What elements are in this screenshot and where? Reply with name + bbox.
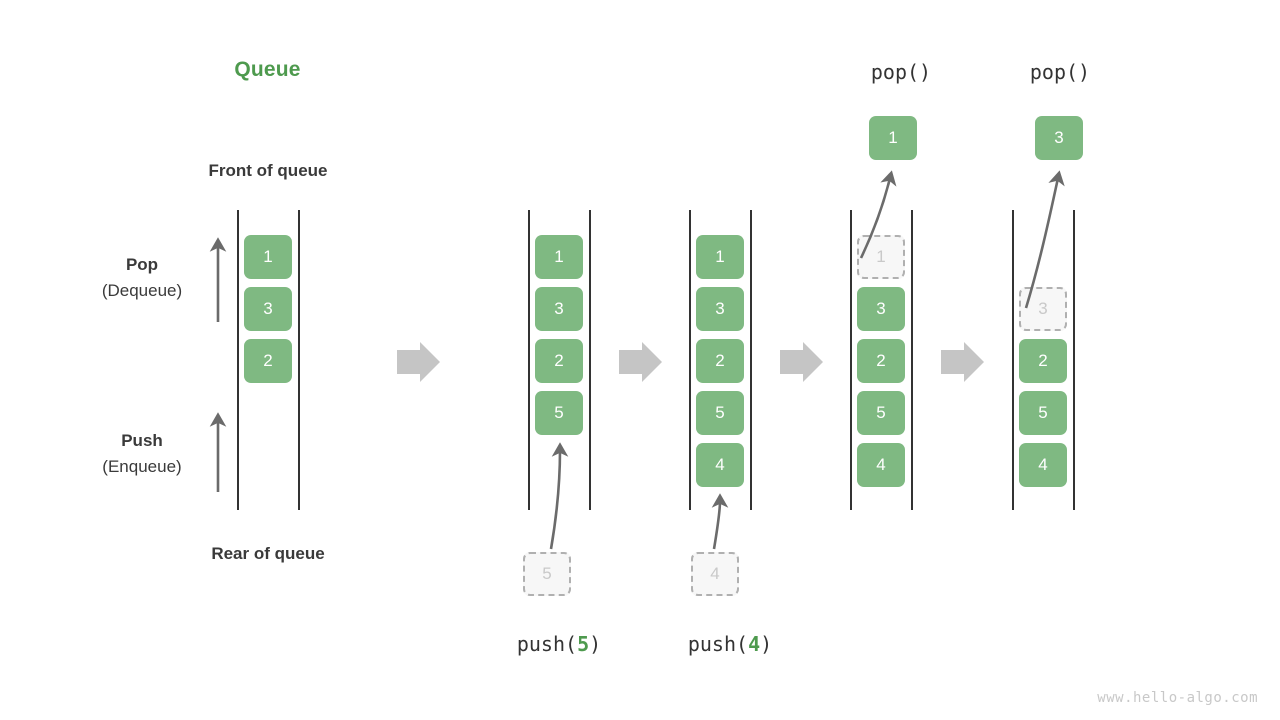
push-label-title: Push [121, 431, 163, 450]
queue-cell: 3 [244, 287, 292, 331]
flow-arrow [397, 342, 440, 382]
queue-rail-right [750, 210, 752, 510]
rear-of-queue-label: Rear of queue [211, 544, 325, 563]
push-5-arg: 5 [577, 632, 590, 656]
flow-arrow [780, 342, 823, 382]
flow-arrow [619, 342, 662, 382]
queue-rail-right [1073, 210, 1075, 510]
queue-rail-left [1012, 210, 1014, 510]
push-label-sub: (Enqueue) [102, 457, 182, 476]
queue-cell: 2 [857, 339, 905, 383]
queue-cell: 5 [696, 391, 744, 435]
queue-cell-removed: 3 [1019, 287, 1067, 331]
queue-cell: 5 [1019, 391, 1067, 435]
queue-popped-cell: 3 [1035, 116, 1083, 160]
flow-arrow [941, 342, 984, 382]
queue-rail-left [850, 210, 852, 510]
queue-rail-right [589, 210, 591, 510]
queue-rail-left [689, 210, 691, 510]
queue-rail-left [528, 210, 530, 510]
push-5-fn: push( [516, 632, 578, 656]
queue-cell: 5 [857, 391, 905, 435]
push-4-caption: push(4) [645, 632, 815, 656]
queue-cell: 3 [857, 287, 905, 331]
queue-cell: 1 [244, 235, 292, 279]
queue-rail-left [237, 210, 239, 510]
page-title: Queue [234, 58, 301, 81]
queue-cell: 4 [1019, 443, 1067, 487]
queue-cell: 3 [535, 287, 583, 331]
queue-cell: 1 [696, 235, 744, 279]
push-4-fn: push( [687, 632, 749, 656]
watermark: www.hello-algo.com [1097, 690, 1258, 706]
queue-cell-removed: 1 [857, 235, 905, 279]
queue-cell: 2 [1019, 339, 1067, 383]
queue-rail-right [911, 210, 913, 510]
pop-1-caption: pop() [870, 60, 932, 84]
pop-label-title: Pop [125, 255, 159, 274]
queue-cell: 4 [857, 443, 905, 487]
queue-incoming-cell: 4 [691, 552, 739, 596]
queue-cell: 2 [244, 339, 292, 383]
push-5-incoming-arrow [549, 442, 569, 550]
push-5-close: ) [589, 632, 602, 656]
queue-incoming-cell: 5 [523, 552, 571, 596]
queue-popped-cell: 1 [869, 116, 917, 160]
queue-cell: 5 [535, 391, 583, 435]
push-4-arg: 4 [748, 632, 761, 656]
pop-label-sub: (Dequeue) [101, 281, 183, 300]
push-4-incoming-arrow [711, 493, 729, 550]
front-of-queue-label: Front of queue [208, 161, 328, 180]
push-enqueue-label: Push (Enqueue) [57, 428, 227, 480]
push-5-caption: push(5) [474, 632, 644, 656]
queue-rail-right [298, 210, 300, 510]
queue-cell: 2 [535, 339, 583, 383]
pop-2-caption: pop() [1029, 60, 1091, 84]
queue-cell: 1 [535, 235, 583, 279]
queue-cell: 2 [696, 339, 744, 383]
queue-cell: 4 [696, 443, 744, 487]
push-4-close: ) [760, 632, 773, 656]
queue-cell: 3 [696, 287, 744, 331]
pop-dequeue-label: Pop (Dequeue) [57, 252, 227, 304]
